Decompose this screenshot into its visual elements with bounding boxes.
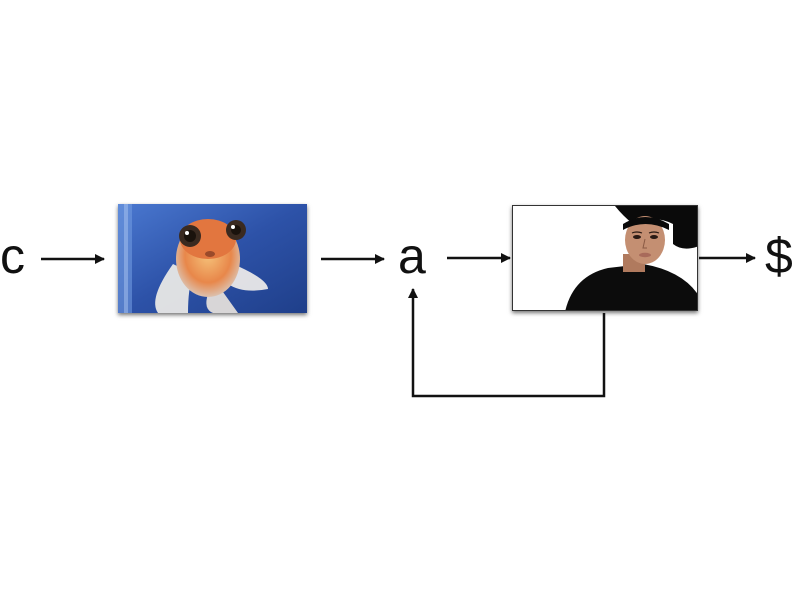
woman-portrait-photo <box>512 205 698 311</box>
node-label-c: c <box>0 228 25 284</box>
goldfish-image <box>118 204 307 313</box>
node-label-a: a <box>398 228 426 284</box>
node-label-dollar: $ <box>765 228 793 284</box>
woman-portrait-image <box>513 206 697 310</box>
feedback-arrow-portrait-to-a <box>408 288 606 398</box>
goldfish-photo <box>118 204 307 313</box>
